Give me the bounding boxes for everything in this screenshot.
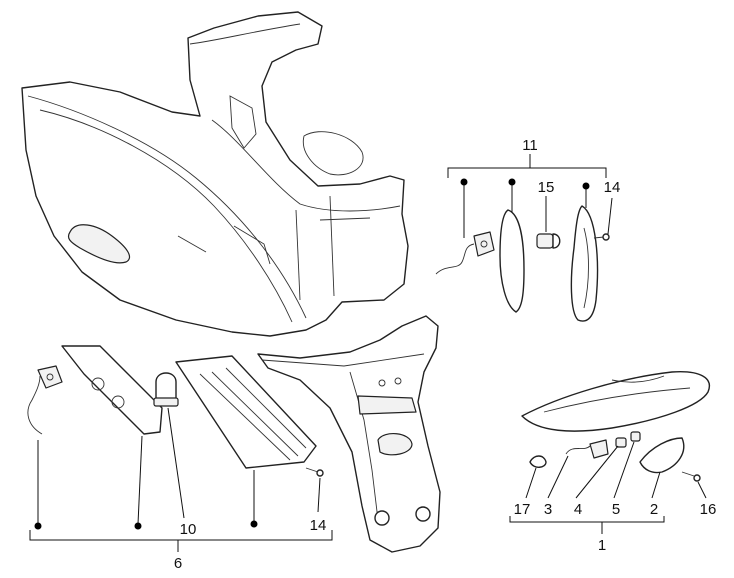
callout-1: 1 [598,537,606,554]
side-reflector-left [499,209,525,313]
leader-lines [29,154,707,552]
callout-4: 4 [574,501,582,518]
screw-16 [681,471,701,482]
bulb-holder-4 [615,437,627,448]
callout-labels: 11 15 14 10 14 6 17 3 4 5 2 16 1 [174,137,717,572]
lamp-wiring-harness [435,231,495,275]
callout-5: 5 [612,501,620,518]
rear-body-shell [21,11,409,337]
callout-14-lower: 14 [310,517,327,534]
bulb-5 [630,431,641,442]
plate-light-wiring [27,365,63,435]
rear-light-housing [521,371,711,432]
rear-mudguard [257,315,441,553]
callout-16: 16 [700,501,717,518]
callout-3: 3 [544,501,552,518]
callout-6: 6 [174,555,182,572]
side-reflector-right [570,205,599,322]
callout-17: 17 [514,501,531,518]
callout-11: 11 [522,137,538,154]
bulb-10 [153,372,179,407]
callout-10: 10 [180,521,197,538]
bulb-15 [536,233,561,249]
screw-14-lower [305,467,324,477]
wire-3 [565,439,609,459]
screw-14-upper [593,233,610,241]
mounting-bracket [61,345,163,435]
callout-2: 2 [650,501,658,518]
callout-15: 15 [538,179,555,196]
license-plate-reflector [175,355,317,469]
lens-2 [639,437,685,474]
ring-17 [529,455,547,468]
callout-14-upper: 14 [604,179,621,196]
